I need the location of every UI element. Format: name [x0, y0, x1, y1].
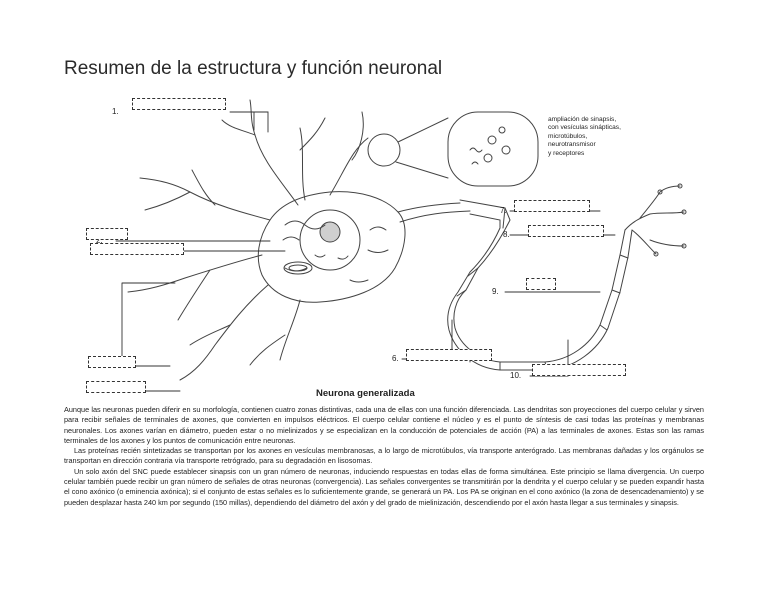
dendrite — [279, 299, 301, 361]
dendrite — [177, 269, 211, 321]
dendrite — [139, 177, 271, 221]
cell-body-outline — [257, 191, 406, 303]
figure-caption: Neurona generalizada — [316, 388, 415, 399]
synapse-zoom-source — [367, 133, 401, 167]
dendrite — [299, 117, 326, 151]
callout-number-7: 7. — [500, 206, 507, 215]
answer-box-6[interactable] — [406, 349, 492, 361]
axon-hillock — [397, 202, 461, 213]
callout-number-2: 2. — [96, 236, 103, 245]
callout-number-1: 1. — [112, 107, 119, 116]
dendrite — [127, 254, 263, 293]
axon — [399, 210, 471, 223]
nucleus — [299, 209, 361, 271]
paragraph-3: Un solo axón del SNC puede establecer si… — [64, 466, 704, 507]
dendrite — [179, 284, 269, 381]
leader-lines — [115, 111, 616, 392]
dendrite — [351, 111, 364, 161]
callout-number-6: 6. — [392, 354, 399, 363]
axon-terminal — [624, 185, 685, 255]
answer-box-4[interactable] — [88, 356, 136, 368]
synapse-zoom-label-text: ampliación de sinapsis, con vesículas si… — [548, 116, 621, 157]
answer-box-2[interactable] — [86, 228, 128, 240]
paragraph-1: Aunque las neuronas pueden diferir en su… — [64, 405, 704, 445]
synapse-zoom-label: ampliación de sinapsis, con vesículas si… — [548, 116, 668, 158]
answer-box-7[interactable] — [514, 200, 590, 212]
dendrite — [249, 99, 299, 206]
synapse-zoom — [447, 111, 539, 187]
answer-box-5[interactable] — [86, 381, 146, 393]
dendrite — [144, 191, 191, 211]
dendrite — [249, 334, 286, 366]
dendrite — [221, 119, 256, 136]
answer-box-8[interactable] — [528, 225, 604, 237]
answer-box-9[interactable] — [526, 278, 556, 290]
page-title: Resumen de la estructura y función neuro… — [64, 58, 443, 79]
answer-box-10[interactable] — [532, 364, 626, 376]
answer-box-1[interactable] — [132, 98, 226, 110]
answer-box-3[interactable] — [90, 243, 184, 255]
dendrite — [299, 127, 306, 201]
callout-number-8: 8. — [503, 230, 510, 239]
golgi — [283, 261, 313, 275]
dendrite — [189, 324, 231, 346]
callout-number-9: 9. — [492, 287, 499, 296]
nucleolus — [319, 221, 341, 243]
dendrite — [329, 137, 369, 196]
dendrite — [191, 169, 216, 206]
callout-number-10: 10. — [510, 371, 522, 380]
myelin-sheath — [453, 199, 626, 363]
paragraph-2: Las proteínas recién sintetizadas se tra… — [64, 446, 704, 466]
body-text: Aunque las neuronas pueden diferir en su… — [64, 405, 704, 508]
